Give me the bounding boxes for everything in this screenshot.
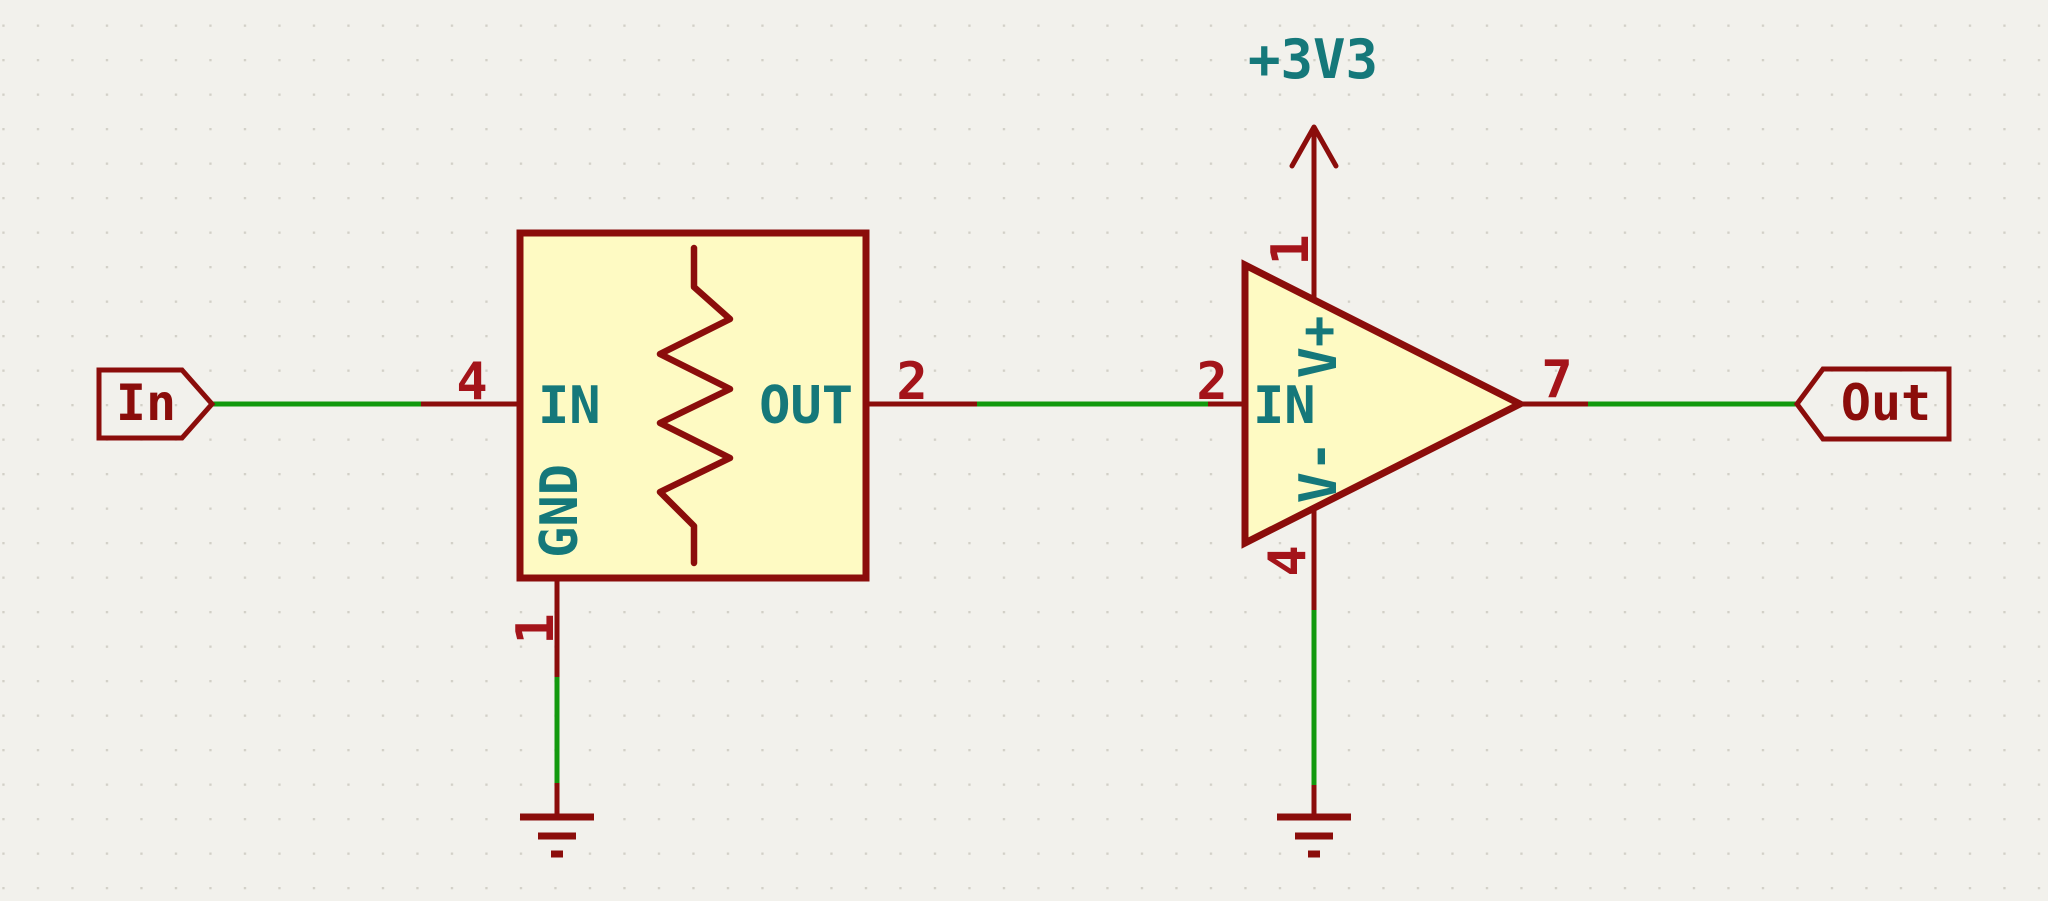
hier-label-in-text: In <box>116 374 176 432</box>
opamp-pin-in-number: 2 <box>1196 352 1227 412</box>
opamp-pin-vplus-name: V+ <box>1289 316 1349 379</box>
resistor-glyph <box>656 244 734 567</box>
hier-label-in[interactable]: In <box>96 367 216 441</box>
hier-label-out[interactable]: Out <box>1793 366 1952 442</box>
gnd-symbol-opamp[interactable] <box>1277 785 1351 858</box>
opamp-pin-vminus-name: V- <box>1289 441 1349 504</box>
opamp-pin-in-name: IN <box>1253 376 1316 436</box>
opamp-symbol[interactable]: 2 1 4 7 IN V+ V- <box>1196 145 1588 610</box>
block-pin-out-name: OUT <box>759 376 853 436</box>
opamp-pin-vminus-number: 4 <box>1258 545 1318 576</box>
block-pin-in-number: 4 <box>456 352 487 412</box>
hier-label-out-text: Out <box>1841 374 1931 432</box>
block-pin-out-number: 2 <box>896 352 927 412</box>
block-pin-gnd-number: 1 <box>506 613 566 644</box>
block-pin-gnd-name: GND <box>530 464 590 558</box>
opamp-pin-vplus-number: 1 <box>1261 234 1321 265</box>
gnd-symbol-block[interactable] <box>520 783 594 858</box>
power-label: +3V3 <box>1248 28 1378 91</box>
block-symbol[interactable]: 4 2 1 IN OUT GND <box>421 229 977 677</box>
power-arrow-head <box>1289 124 1339 169</box>
power-symbol-3v3[interactable]: +3V3 <box>1248 28 1378 170</box>
block-pin-in-name: IN <box>538 376 601 436</box>
opamp-pin-out-number: 7 <box>1541 350 1572 410</box>
